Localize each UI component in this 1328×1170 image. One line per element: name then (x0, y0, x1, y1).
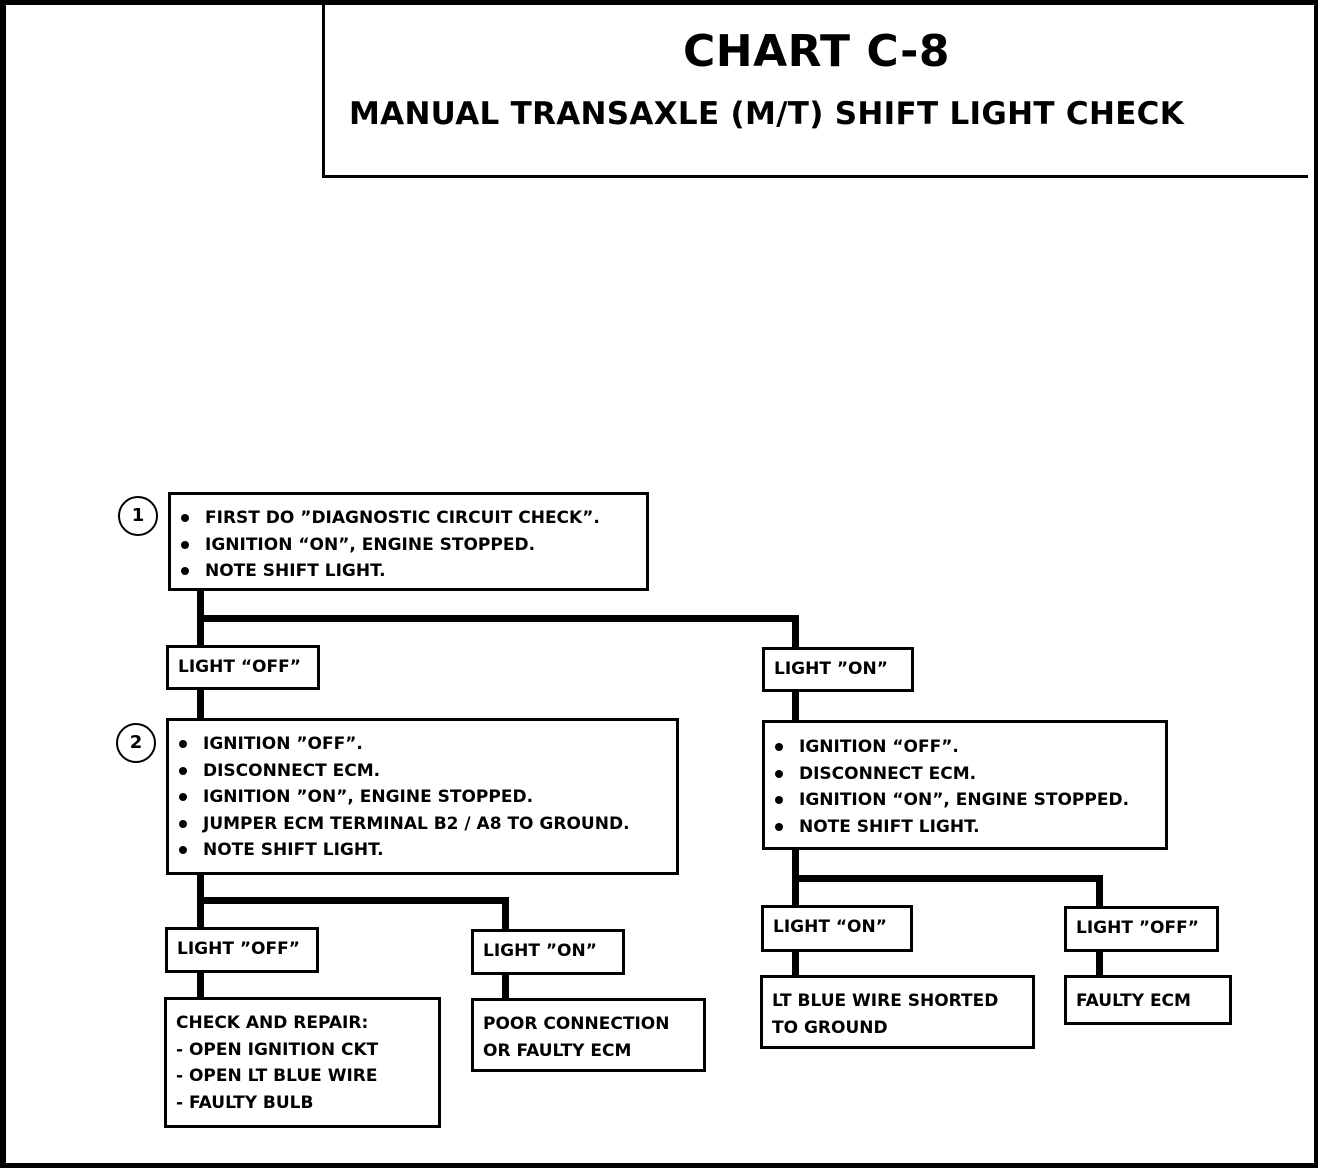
result-check-and-repair: CHECK AND REPAIR: - OPEN IGNITION CKT - … (164, 997, 441, 1128)
result-line: LT BLUE WIRE SHORTED (772, 991, 999, 1011)
repair-item: - OPEN LT BLUE WIRE (176, 1066, 378, 1086)
right-test-item: IGNITION “OFF”. (765, 734, 1165, 761)
step-2-item: IGNITION ”ON”, ENGINE STOPPED. (169, 784, 676, 811)
connector-line (1096, 950, 1103, 977)
chart-subtitle: MANUAL TRANSAXLE (M/T) SHIFT LIGHT CHECK (349, 96, 1185, 132)
chart-header: CHART C-8 MANUAL TRANSAXLE (M/T) SHIFT L… (322, 4, 1308, 178)
connector-line (792, 875, 1103, 882)
result-faulty-ecm: FAULTY ECM (1064, 975, 1232, 1025)
step-2-item: NOTE SHIFT LIGHT. (169, 837, 676, 864)
connector-line (197, 897, 509, 904)
connector-line (792, 690, 799, 723)
branch-light-off: LIGHT ”OFF” (165, 927, 319, 973)
right-test-item: IGNITION “ON”, ENGINE STOPPED. (765, 787, 1165, 814)
connector-line (792, 615, 799, 650)
step-1-item: NOTE SHIFT LIGHT. (171, 558, 646, 585)
chart-title: CHART C-8 (682, 26, 951, 77)
step-2-box: IGNITION ”OFF”. DISCONNECT ECM. IGNITION… (166, 718, 679, 875)
connector-line (197, 688, 204, 721)
right-test-box: IGNITION “OFF”. DISCONNECT ECM. IGNITION… (762, 720, 1168, 850)
connector-line (197, 970, 204, 999)
result-line: OR FAULTY ECM (483, 1040, 632, 1061)
right-test-item: DISCONNECT ECM. (765, 761, 1165, 788)
connector-line (197, 615, 799, 622)
result-heading: CHECK AND REPAIR: (176, 1013, 369, 1033)
result-line: POOR CONNECTION (483, 1014, 670, 1034)
step-1-item: IGNITION “ON”, ENGINE STOPPED. (171, 532, 646, 559)
branch-light-on: LIGHT ”ON” (471, 929, 625, 975)
connector-line (1096, 875, 1103, 907)
result-line: FAULTY ECM (1076, 991, 1191, 1011)
result-lt-blue-shorted: LT BLUE WIRE SHORTED TO GROUND (760, 975, 1035, 1049)
step-number-1: 1 (118, 496, 158, 536)
branch-light-on: LIGHT “ON” (761, 905, 913, 952)
step-number-2: 2 (116, 723, 156, 763)
result-line: TO GROUND (772, 1017, 888, 1038)
step-1-item: FIRST DO ”DIAGNOSTIC CIRCUIT CHECK”. (171, 505, 646, 532)
step-1-box: FIRST DO ”DIAGNOSTIC CIRCUIT CHECK”. IGN… (168, 492, 649, 591)
branch-light-on: LIGHT ”ON” (762, 647, 914, 692)
connector-line (502, 972, 509, 1000)
branch-light-off: LIGHT ”OFF” (1064, 906, 1219, 952)
step-2-item: DISCONNECT ECM. (169, 758, 676, 785)
connector-line (502, 897, 509, 930)
result-poor-connection: POOR CONNECTION OR FAULTY ECM (471, 998, 706, 1072)
right-test-item: NOTE SHIFT LIGHT. (765, 814, 1165, 841)
repair-item: - OPEN IGNITION CKT (176, 1039, 379, 1060)
branch-light-off: LIGHT “OFF” (166, 645, 320, 690)
step-2-item: IGNITION ”OFF”. (169, 731, 676, 758)
repair-item: - FAULTY BULB (176, 1092, 314, 1113)
connector-line (792, 950, 799, 977)
step-2-item: JUMPER ECM TERMINAL B2 / A8 TO GROUND. (169, 811, 676, 838)
